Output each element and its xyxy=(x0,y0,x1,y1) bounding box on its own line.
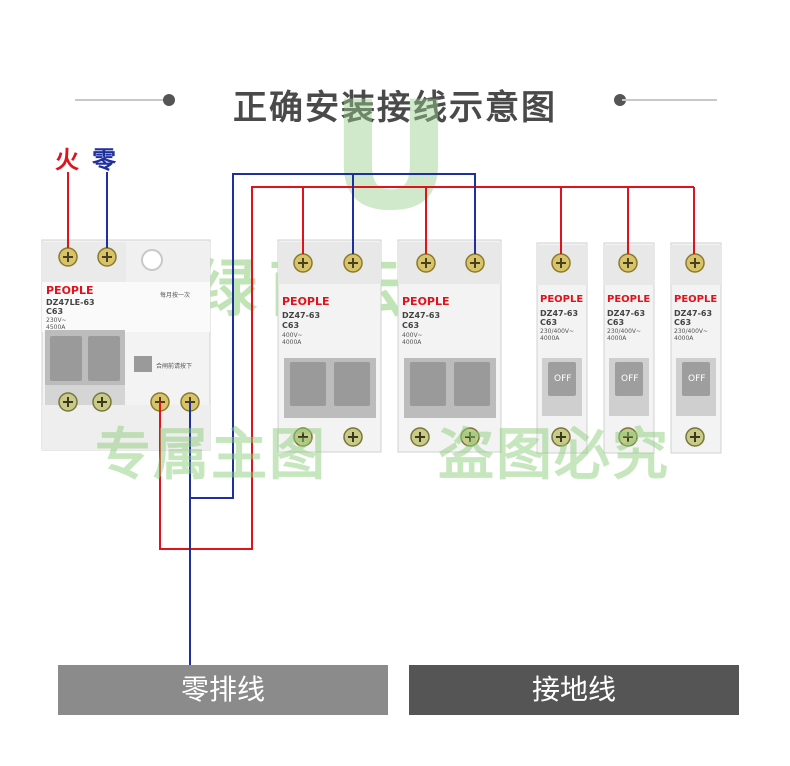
watermark-line-3: 盗图必究 xyxy=(438,423,670,488)
breaker-2p1-voltage: 400V~ xyxy=(282,332,303,339)
breaker-2p1-rating: C63 xyxy=(282,321,300,330)
breaker-2p2-capacity: 4000A xyxy=(402,339,422,346)
main-rcbo-breaker xyxy=(41,239,211,451)
breaker-1p3-capacity: 4000A xyxy=(674,335,694,342)
breaker-2p1-model: DZ47-63 xyxy=(282,311,321,320)
breaker-1p1-voltage: 230/400V~ xyxy=(540,328,575,335)
neutral-bus-bar: 零排线 xyxy=(58,665,388,715)
breaker-2p1-brand: PEOPLE xyxy=(282,295,330,308)
main-breaker-voltage: 230V~ xyxy=(46,317,67,324)
main-breaker-model: DZ47LE-63 xyxy=(46,298,95,307)
neutral-distribution-wire xyxy=(189,173,476,665)
title-line-right xyxy=(622,99,717,101)
one-pole-breaker-1 xyxy=(536,242,588,454)
breaker-1p2-off: OFF xyxy=(621,374,639,384)
main-breaker-test-note: 每月按一次 xyxy=(160,292,191,299)
breaker-2p1-capacity: 4000A xyxy=(282,339,302,346)
breaker-2p2-rating: C63 xyxy=(402,321,420,330)
live-distribution-wire xyxy=(159,186,695,550)
watermark-line-2: 专属主图 xyxy=(95,423,327,488)
breaker-1p3-rating: C63 xyxy=(674,318,692,327)
neutral-label: 零 xyxy=(92,146,116,174)
main-breaker-rating: C63 xyxy=(46,307,64,316)
title-dot-left xyxy=(163,94,175,106)
breaker-2p2-voltage: 400V~ xyxy=(402,332,423,339)
one-pole-breaker-3 xyxy=(670,242,722,454)
page-title: 正确安装接线示意图 xyxy=(233,88,557,128)
breaker-1p2-model: DZ47-63 xyxy=(607,309,646,318)
breaker-1p3-off: OFF xyxy=(688,374,706,384)
main-breaker-capacity: 4500A xyxy=(46,324,66,331)
breaker-1p1-off: OFF xyxy=(554,374,572,384)
main-breaker-reset-note: 合闸前请按下 xyxy=(156,363,193,370)
main-breaker-brand: PEOPLE xyxy=(46,284,94,297)
breaker-1p1-brand: PEOPLE xyxy=(540,294,584,305)
breaker-1p2-brand: PEOPLE xyxy=(607,294,651,305)
title-line-left xyxy=(75,99,170,101)
breaker-2p2-model: DZ47-63 xyxy=(402,311,441,320)
breaker-1p3-brand: PEOPLE xyxy=(674,294,718,305)
breaker-1p1-capacity: 4000A xyxy=(540,335,560,342)
breaker-2p2-brand: PEOPLE xyxy=(402,295,450,308)
watermark-logo: U xyxy=(330,70,452,244)
breaker-1p3-model: DZ47-63 xyxy=(674,309,713,318)
ground-bus-bar: 接地线 xyxy=(409,665,739,715)
breaker-1p2-rating: C63 xyxy=(607,318,625,327)
breaker-1p3-voltage: 230/400V~ xyxy=(674,328,709,335)
live-label: 火 xyxy=(55,146,79,174)
breaker-1p1-rating: C63 xyxy=(540,318,558,327)
breaker-1p1-model: DZ47-63 xyxy=(540,309,579,318)
breaker-1p2-voltage: 230/400V~ xyxy=(607,328,642,335)
title-dot-right xyxy=(614,94,626,106)
two-pole-breaker-1 xyxy=(277,239,382,453)
breaker-1p2-capacity: 4000A xyxy=(607,335,627,342)
